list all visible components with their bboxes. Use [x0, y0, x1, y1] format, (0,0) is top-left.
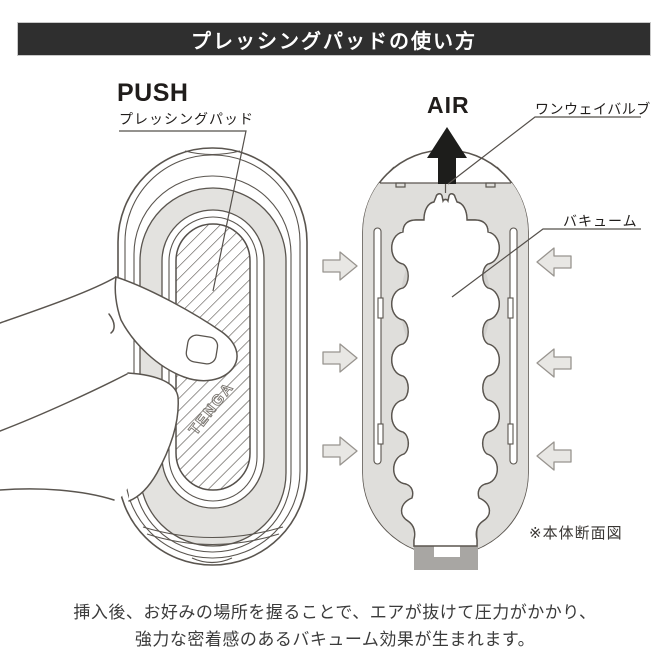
hand-top-edge — [0, 276, 117, 324]
squeeze-arrow-right-3 — [536, 441, 572, 471]
squeeze-arrow-right-1 — [536, 247, 572, 277]
cross-section-device — [362, 149, 529, 570]
one-way-valve-label: ワンウェイバルブ — [535, 101, 651, 117]
hand-pressing — [0, 276, 238, 502]
squeeze-arrow-left-2 — [322, 343, 358, 373]
case-slits — [373, 227, 518, 465]
flip-device-front: TENGA — [117, 147, 308, 566]
air-label: AIR — [427, 92, 470, 118]
instruction-line-1: 挿入後、お好みの場所を握ることで、エアが抜けて圧力がかかり、 — [73, 603, 597, 622]
instruction-text: 挿入後、お好みの場所を握ることで、エアが抜けて圧力がかかり、 強力な密着感のある… — [0, 599, 670, 653]
thumbnail — [185, 334, 219, 365]
pressing-pad-label: プレッシングパッド — [119, 111, 254, 127]
bottom-tab — [191, 557, 233, 564]
leader-line-valve — [447, 116, 641, 185]
header-bar: プレッシングパッドの使い方 — [17, 22, 651, 56]
top-seam — [184, 150, 241, 156]
leader-line-vacuum — [451, 228, 641, 298]
leader-line-pad — [119, 130, 247, 292]
page-title: プレッシングパッドの使い方 — [191, 30, 477, 53]
squeeze-arrow-right-2 — [536, 348, 572, 378]
squeeze-arrow-left-1 — [322, 251, 358, 281]
vacuum-label: バキューム — [563, 213, 638, 229]
squeeze-arrow-left-3 — [322, 436, 358, 466]
push-label: PUSH — [117, 79, 189, 107]
instruction-line-2: 強力な密着感のあるバキューム効果が生まれます。 — [134, 630, 536, 649]
cross-section-caption: ※本体断面図 — [529, 525, 623, 542]
air-arrow-icon — [427, 127, 467, 184]
